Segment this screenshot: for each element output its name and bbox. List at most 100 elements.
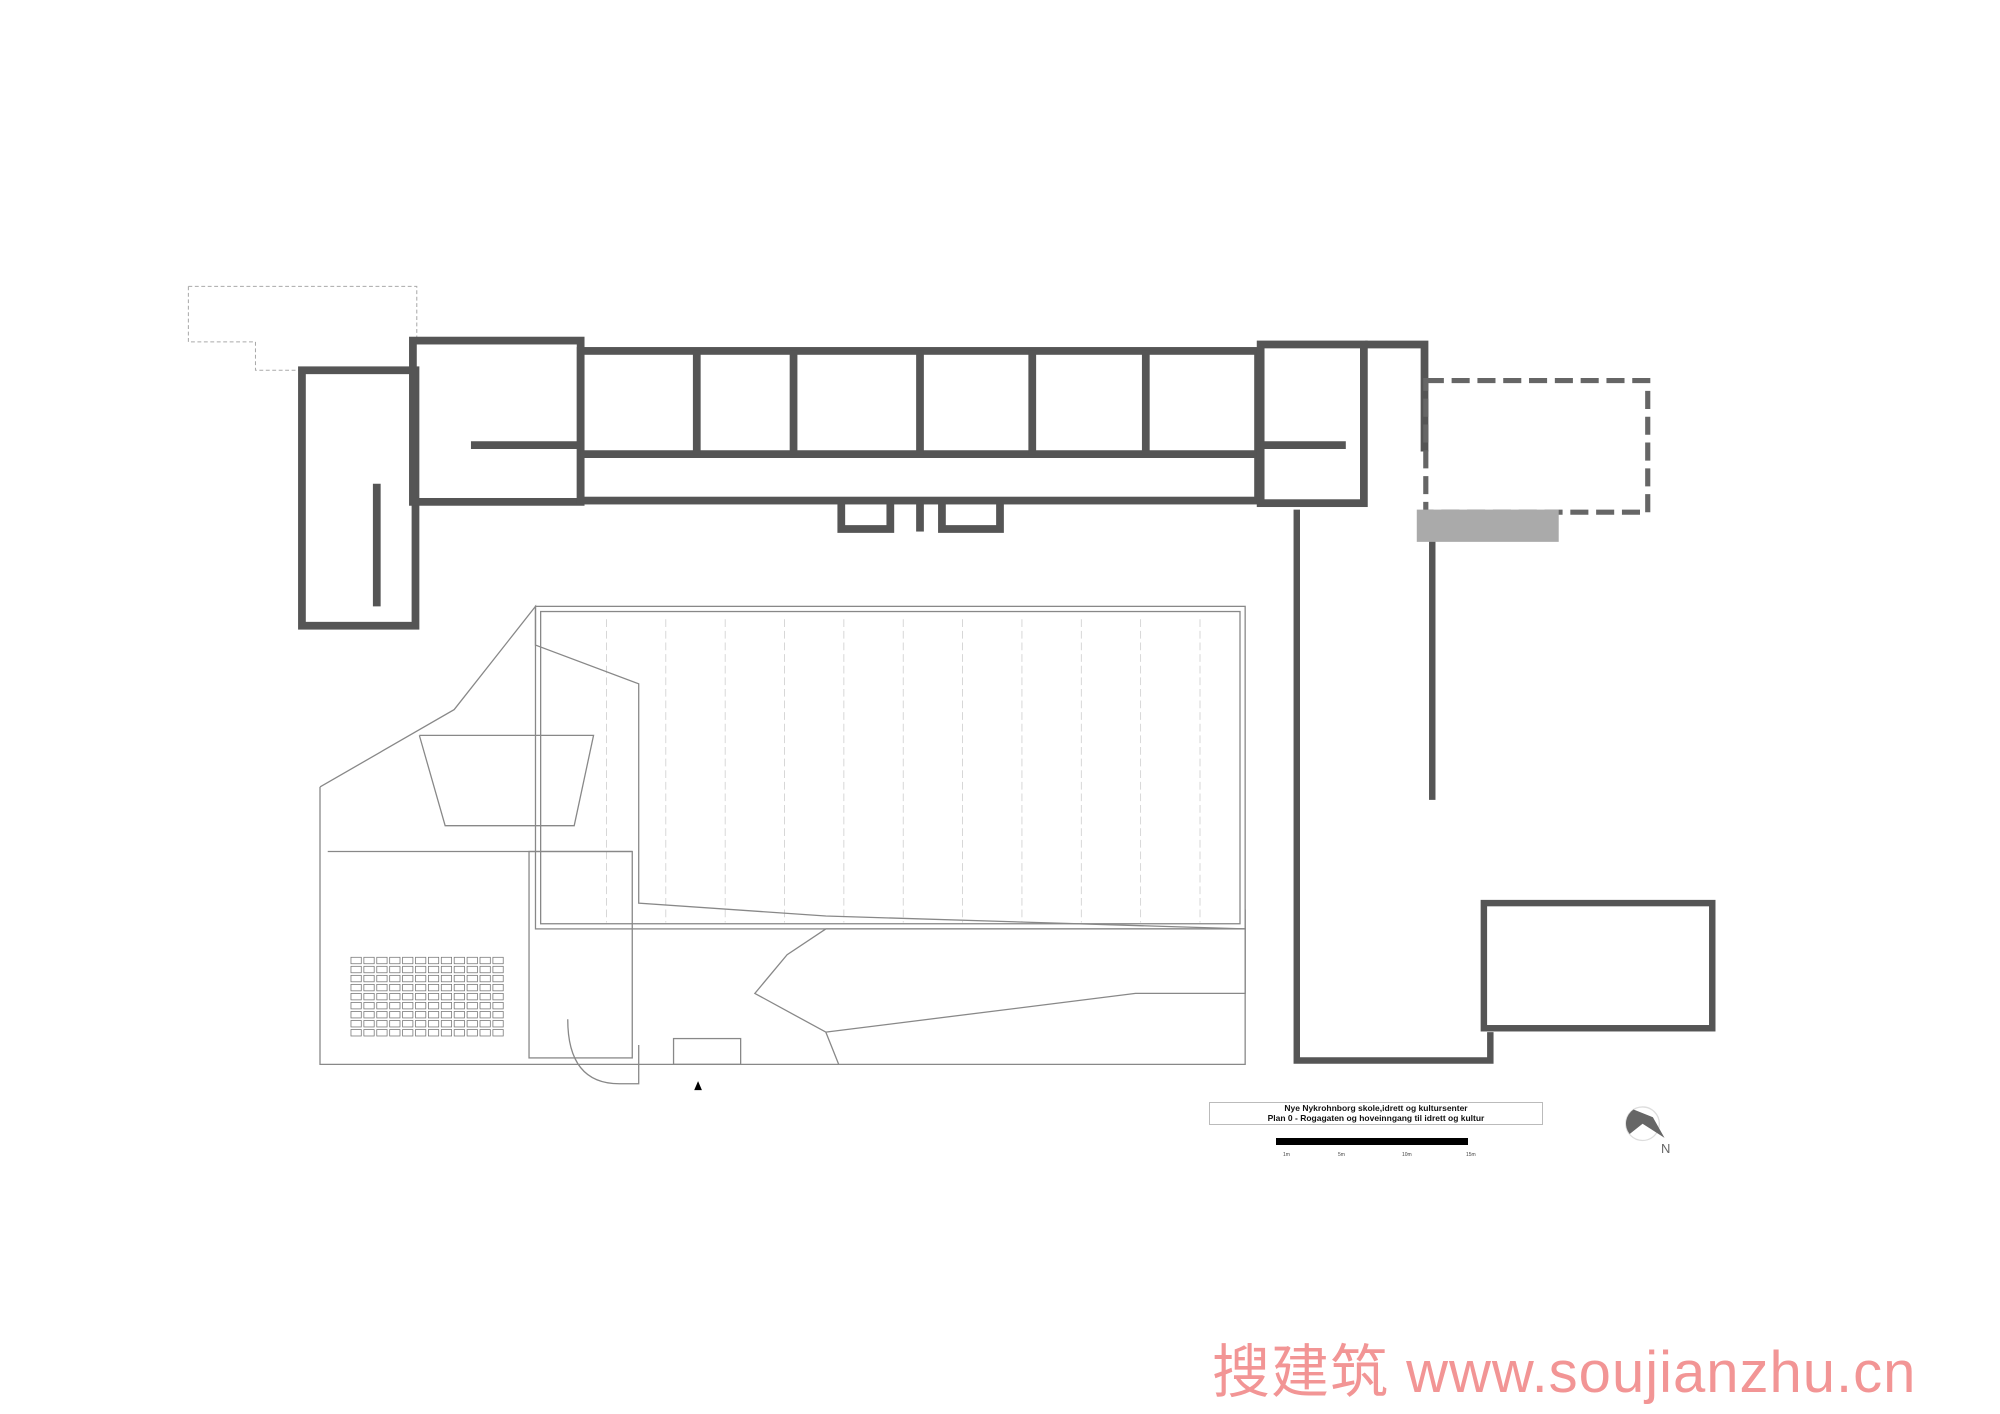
seat [440,993,452,1001]
seat [415,1020,427,1028]
seat [453,965,465,974]
seat [376,974,388,983]
seat [402,983,414,992]
seat [415,983,427,992]
seat [350,983,362,992]
seat [363,1011,375,1019]
seat [376,956,388,965]
seat [479,974,491,983]
seat [363,1002,375,1010]
seat [479,983,491,992]
seat [466,956,478,965]
seat [492,1002,504,1010]
seat [402,1029,414,1037]
seat [376,1029,388,1037]
seat [389,1020,401,1028]
seat [466,1002,478,1010]
seat [376,1002,388,1010]
seat [402,1011,414,1019]
seat [440,983,452,992]
seat [492,993,504,1001]
annex-walls [1423,378,1651,515]
watermark: 搜建筑 www.soujianzhu.cn [1212,1340,1917,1405]
seat [376,965,388,974]
seat [428,974,440,983]
title-block: Nye Nykrohnborg skole,idrett og kulturse… [1209,1102,1543,1125]
seat [492,1011,504,1019]
north-arrow-circle [1625,1106,1660,1142]
seat [453,956,465,965]
seat [479,956,491,965]
seat [453,993,465,1001]
seat [389,1011,401,1019]
seat [402,993,414,1001]
seat [415,1011,427,1019]
seat [453,1002,465,1010]
site-outline-dashed [187,285,418,371]
seat [350,1011,362,1019]
seat [428,1002,440,1010]
seat [466,1011,478,1019]
seat [440,1020,452,1028]
drawing-project-title: Nye Nykrohnborg skole,idrett og kulturse… [1284,1103,1468,1113]
existing-school-walls [298,336,1429,630]
seat [389,956,401,965]
seat [466,974,478,983]
seat [440,974,452,983]
entrance-arrow-icon [694,1081,702,1091]
scale-label-10m: 10m [1402,1152,1412,1158]
seat [453,1020,465,1028]
seat [376,993,388,1001]
seat [428,993,440,1001]
seat [453,983,465,992]
seat [479,1029,491,1037]
seat [466,983,478,992]
seat [402,956,414,965]
seat [402,965,414,974]
auditorium-seating [350,956,504,1037]
seat [350,1002,362,1010]
seat [440,1011,452,1019]
annex-core [1416,509,1559,542]
seat [376,983,388,992]
seat [350,1020,362,1028]
seat [453,1029,465,1037]
seat [389,993,401,1001]
seat [479,1020,491,1028]
seat [389,1029,401,1037]
seat [350,974,362,983]
scale-label-15m: 15m [1466,1152,1476,1158]
seat [350,956,362,965]
seat [428,1020,440,1028]
seat [363,1020,375,1028]
seat [415,965,427,974]
seat [415,1002,427,1010]
seat [363,993,375,1001]
seat [492,965,504,974]
seat [402,1020,414,1028]
north-label: N [1661,1141,1671,1156]
seat [389,983,401,992]
scale-label-1m: 1m [1283,1152,1290,1158]
seat [415,993,427,1001]
seat [492,956,504,965]
seat [389,1002,401,1010]
seat [453,974,465,983]
scale-bar [1276,1138,1468,1145]
seat [363,965,375,974]
seat [363,1029,375,1037]
culture-building [319,604,1246,1085]
scale-label-5m: 5m [1338,1152,1345,1158]
seat [389,965,401,974]
seat [466,1029,478,1037]
seat [389,974,401,983]
seat [440,1029,452,1037]
seat [440,956,452,965]
seat [428,965,440,974]
seat [440,965,452,974]
seat [363,974,375,983]
seat [466,993,478,1001]
seat [350,993,362,1001]
seat [376,1011,388,1019]
